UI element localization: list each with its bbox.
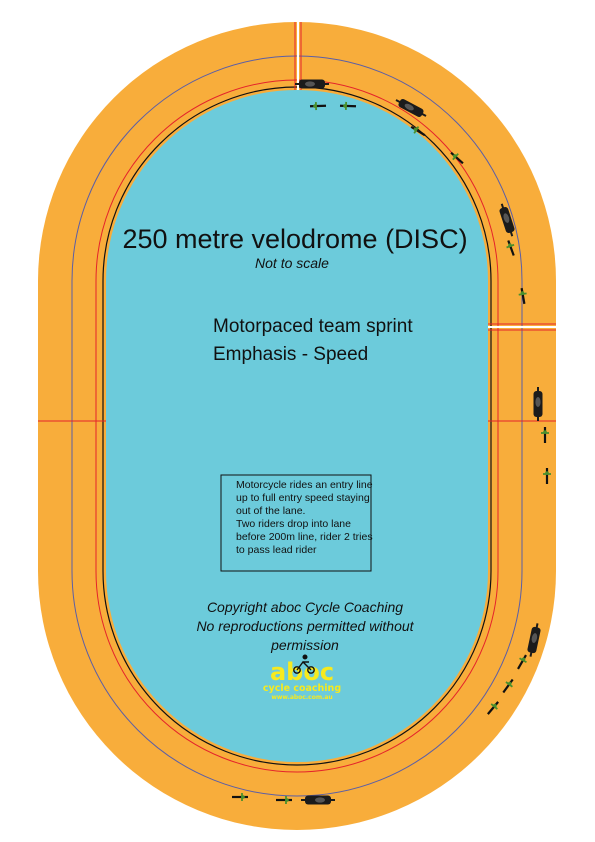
instruction-box [220,474,372,572]
exercise-emphasis: Emphasis - Speed [213,344,368,365]
motorcycle-icon [533,387,543,421]
200m-line [488,323,556,331]
page-title: 250 metre velodrome (DISC) [122,224,467,254]
aboc-logo: aboc cycle coaching www.aboc.com.au [263,654,341,701]
copyright-line: No reproductions permitted without [196,618,414,634]
cyclist-logo-icon [293,654,315,674]
logo-tagline: cycle coaching [263,683,341,694]
instruction-line: Two riders drop into lane [236,518,351,530]
subtitle: Not to scale [255,255,329,271]
motorcycle-icon [301,795,335,805]
finish-line [294,22,302,90]
instruction-line: Motorcycle rides an entry line [236,479,373,491]
exercise-heading: Motorpaced team sprint [213,316,413,337]
copyright-line: permission [270,637,339,653]
instruction-line: to pass lead rider [236,544,317,556]
instruction-line: before 200m line, rider 2 tries [236,531,373,543]
logo-url: www.aboc.com.au [271,694,332,701]
copyright-line: Copyright aboc Cycle Coaching [207,599,403,615]
infield [106,90,488,762]
instruction-line: out of the lane. [236,505,305,517]
motorcycle-icon [295,79,329,89]
instruction-line: up to full entry speed staying [236,492,370,504]
